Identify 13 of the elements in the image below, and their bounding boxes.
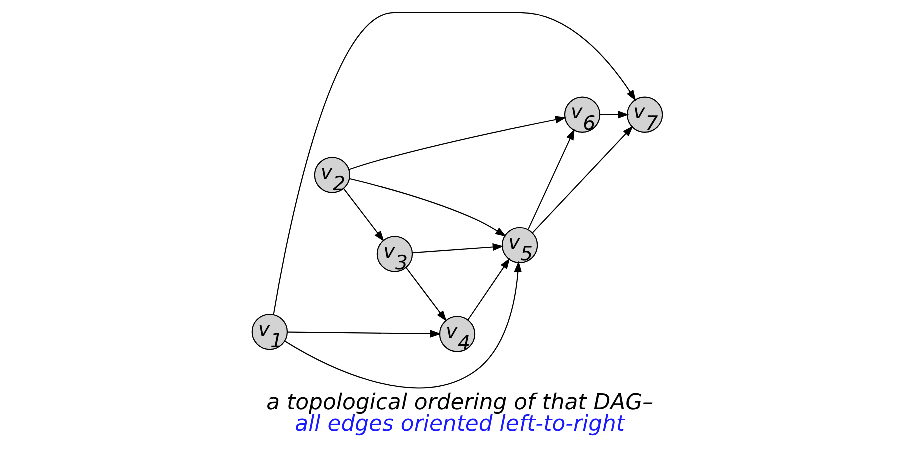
arrow [284, 261, 522, 389]
arrow [532, 126, 634, 234]
caption: a topological ordering of that DAG– [266, 390, 654, 416]
arrow [528, 129, 574, 230]
arrow [467, 258, 510, 320]
arrow [405, 267, 446, 322]
arrow [287, 330, 441, 338]
arrow [272, 12, 636, 316]
arrow [412, 243, 504, 254]
arrow [349, 178, 506, 237]
arrow [348, 116, 566, 170]
arrow [343, 188, 384, 242]
arrow [600, 111, 629, 119]
